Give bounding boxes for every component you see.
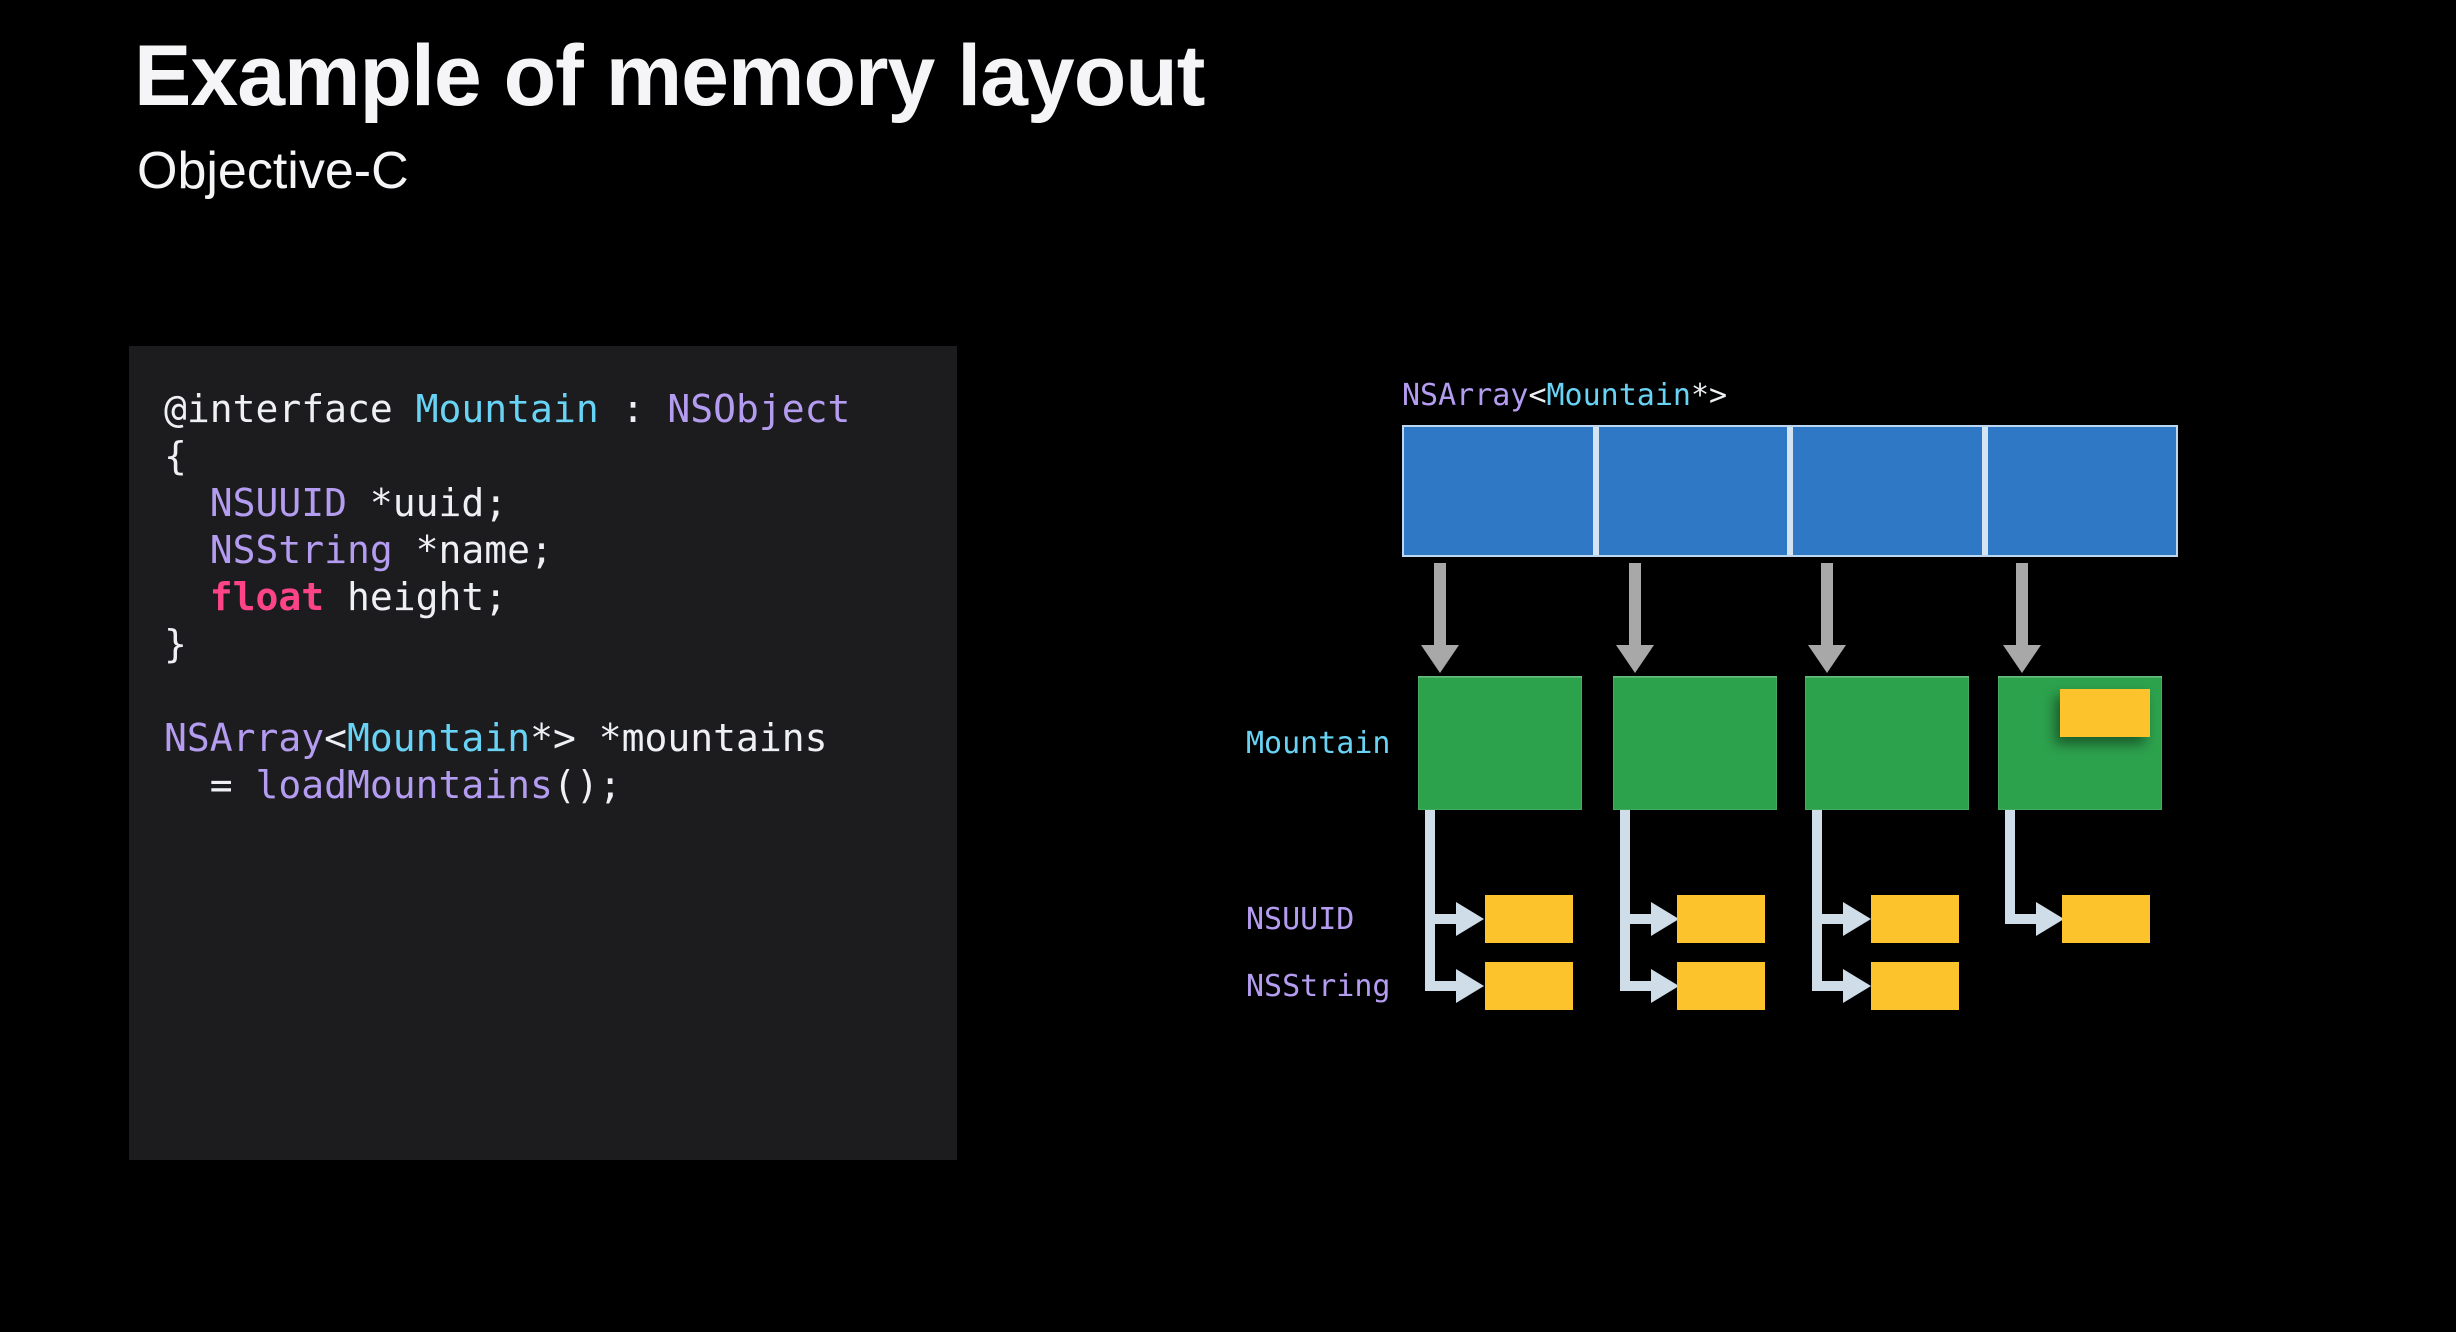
code-line: NSUUID *uuid; — [164, 480, 957, 527]
property-pointer-stem — [2005, 810, 2015, 924]
arrow-stem — [1434, 563, 1446, 645]
code-token: NSUUID — [209, 481, 348, 525]
code-block: @interface Mountain : NSObject{ NSUUID *… — [129, 346, 957, 809]
code-token: } — [164, 622, 187, 666]
arrow-stem — [2016, 563, 2028, 645]
arrow-head — [1616, 645, 1654, 673]
code-token: = — [164, 763, 256, 807]
code-token: (); — [552, 763, 622, 807]
arrow-head — [2003, 645, 2041, 673]
property-pointer-arm — [1820, 914, 1848, 924]
code-line: } — [164, 621, 957, 668]
property-pointer-stem — [1620, 810, 1630, 991]
mountain-row-label: Mountain — [1246, 726, 1391, 761]
code-token: *uuid; — [347, 481, 508, 525]
nsstring-value-box — [1871, 962, 1959, 1010]
code-token: < — [324, 716, 348, 760]
property-pointer-arm — [1433, 981, 1461, 991]
nsstring-value-box — [1485, 962, 1573, 1010]
arrow-head — [1651, 902, 1679, 936]
nsstring-row-label: NSString — [1246, 969, 1391, 1004]
nsuuid-value-box — [1677, 895, 1765, 943]
element-pointer-arrow — [1421, 563, 1459, 673]
code-token: Mountain — [1546, 378, 1692, 413]
property-pointer-arm — [2013, 914, 2041, 924]
code-token: @interface — [164, 387, 416, 431]
code-token: *name; — [392, 528, 553, 572]
array-cell — [1987, 427, 2176, 555]
inline-float-value-box — [2060, 689, 2150, 737]
array-cell — [1598, 427, 1787, 555]
property-pointer-arm — [1628, 914, 1656, 924]
arrow-head — [2036, 902, 2064, 936]
property-pointer-arm — [1628, 981, 1656, 991]
nsuuid-row-label: NSUUID — [1246, 902, 1355, 937]
code-line: float height; — [164, 574, 957, 621]
slide-subtitle: Objective-C — [137, 142, 409, 200]
arrow-stem — [1629, 563, 1641, 645]
nsuuid-value-box — [1871, 895, 1959, 943]
property-pointer-arm — [1820, 981, 1848, 991]
code-token: NSArray — [164, 716, 325, 760]
arrow-head — [1843, 902, 1871, 936]
code-token: float — [209, 575, 325, 619]
property-pointer-arm — [1433, 914, 1461, 924]
arrow-head — [1843, 969, 1871, 1003]
property-pointer-stem — [1425, 810, 1435, 991]
nsuuid-value-box — [1485, 895, 1573, 943]
code-token: Mountain — [415, 387, 599, 431]
array-type-label: NSArray<Mountain*> — [1402, 380, 1727, 412]
code-token: *> — [1691, 378, 1728, 413]
code-token: : — [598, 387, 668, 431]
code-token: loadMountains — [255, 763, 553, 807]
array-cell — [1793, 427, 1982, 555]
code-line: = loadMountains(); — [164, 762, 957, 809]
code-token: *> *mountains — [530, 716, 828, 760]
arrow-head — [1651, 969, 1679, 1003]
code-token: height; — [324, 575, 508, 619]
nsarray-buffer — [1402, 425, 2178, 557]
code-token — [164, 481, 210, 525]
code-token — [164, 575, 210, 619]
element-pointer-arrow — [1616, 563, 1654, 673]
nsstring-value-box — [1677, 962, 1765, 1010]
arrow-head — [1456, 969, 1484, 1003]
nsuuid-value-box — [2062, 895, 2150, 943]
array-cell — [1404, 427, 1593, 555]
code-line — [164, 668, 957, 715]
element-pointer-arrow — [1808, 563, 1846, 673]
code-token: NSObject — [667, 387, 851, 431]
arrow-head — [1421, 645, 1459, 673]
code-token: < — [1528, 378, 1547, 413]
code-line: NSArray<Mountain*> *mountains — [164, 715, 957, 762]
arrow-head — [1808, 645, 1846, 673]
mountain-object-box — [1418, 676, 1582, 810]
arrow-stem — [1821, 563, 1833, 645]
element-pointer-arrow — [2003, 563, 2041, 673]
code-token: { — [164, 434, 187, 478]
code-line: { — [164, 433, 957, 480]
code-panel: @interface Mountain : NSObject{ NSUUID *… — [129, 346, 957, 1160]
property-pointer-stem — [1812, 810, 1822, 991]
mountain-object-box — [1613, 676, 1777, 810]
code-line: NSString *name; — [164, 527, 957, 574]
arrow-head — [1456, 902, 1484, 936]
code-token: NSString — [209, 528, 393, 572]
slide-title: Example of memory layout — [134, 28, 1205, 124]
mountain-object-box — [1805, 676, 1969, 810]
code-token: Mountain — [347, 716, 531, 760]
code-line: @interface Mountain : NSObject — [164, 386, 957, 433]
code-token — [164, 528, 210, 572]
code-token: NSArray — [1402, 378, 1529, 413]
